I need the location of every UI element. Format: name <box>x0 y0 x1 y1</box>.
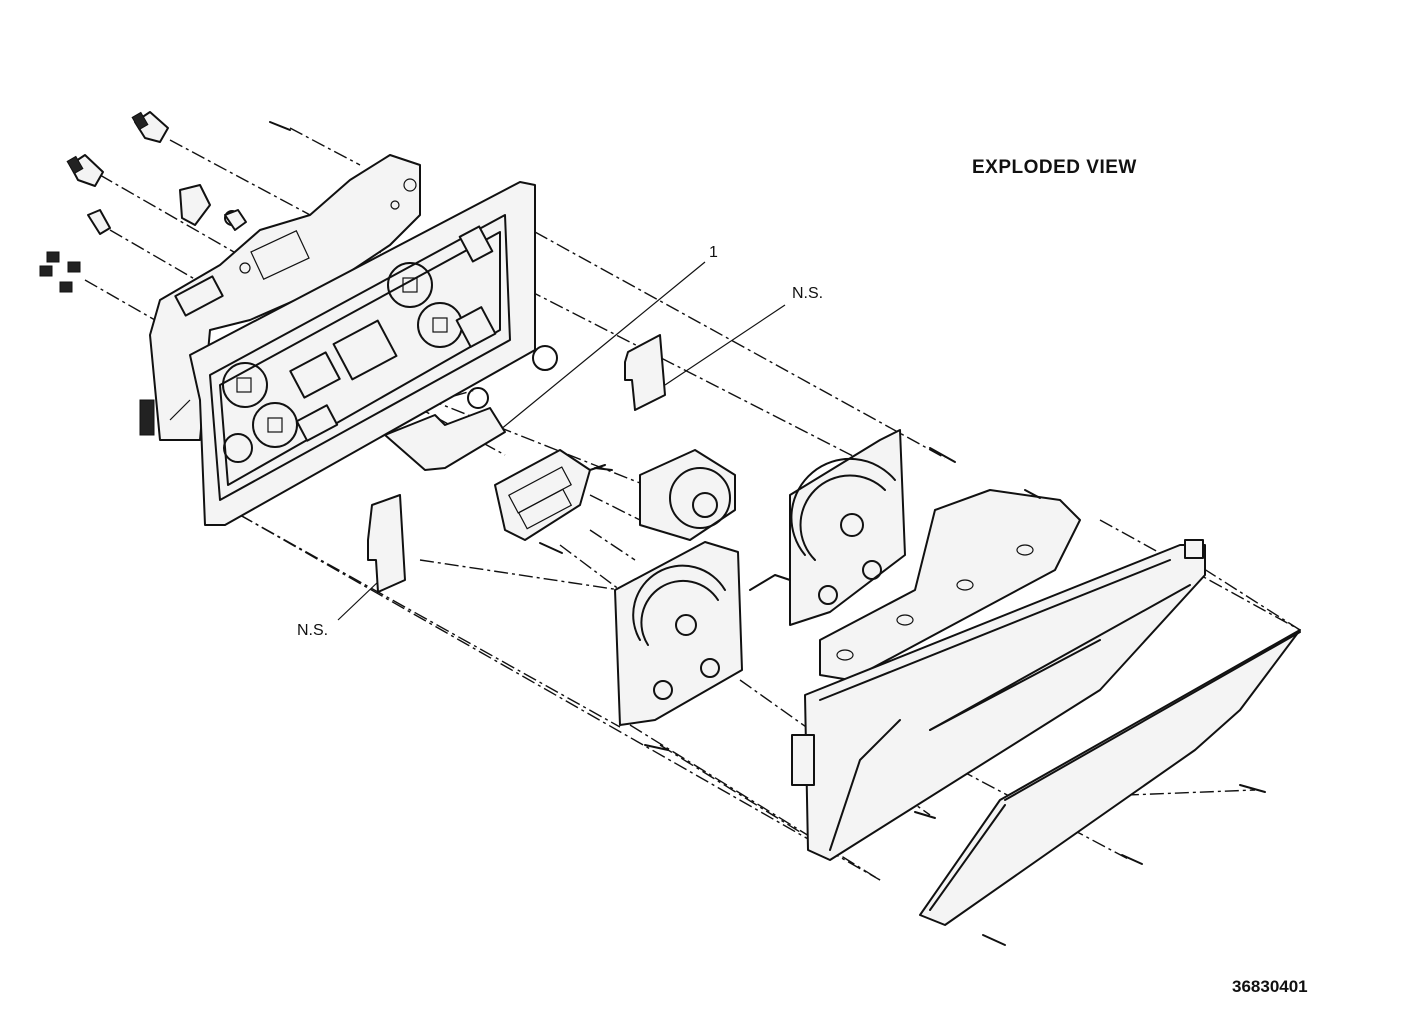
callout-part-1: 1 <box>709 244 718 261</box>
rear-housing <box>139 154 421 441</box>
bulb-sockets <box>39 111 291 293</box>
figure-number: 36830401 <box>1232 977 1308 996</box>
callout-leaders <box>337 261 786 621</box>
lens <box>919 629 1301 926</box>
tach-gauge-face <box>614 541 743 726</box>
gauge-mask <box>819 489 1081 681</box>
diagram-title: EXPLODED VIEW <box>972 157 1137 178</box>
switch-assembly <box>494 449 606 541</box>
part-1-gasket <box>384 407 506 471</box>
screws <box>539 447 1266 946</box>
small-gauge-module <box>639 449 736 541</box>
front-bezel <box>791 539 1206 861</box>
callout-not-serviced-top: N.S. <box>792 285 824 302</box>
ns-shields <box>367 334 666 593</box>
main-case <box>174 181 558 526</box>
speedo-gauge-face <box>749 429 906 626</box>
callout-not-serviced-left: N.S. <box>297 622 329 639</box>
